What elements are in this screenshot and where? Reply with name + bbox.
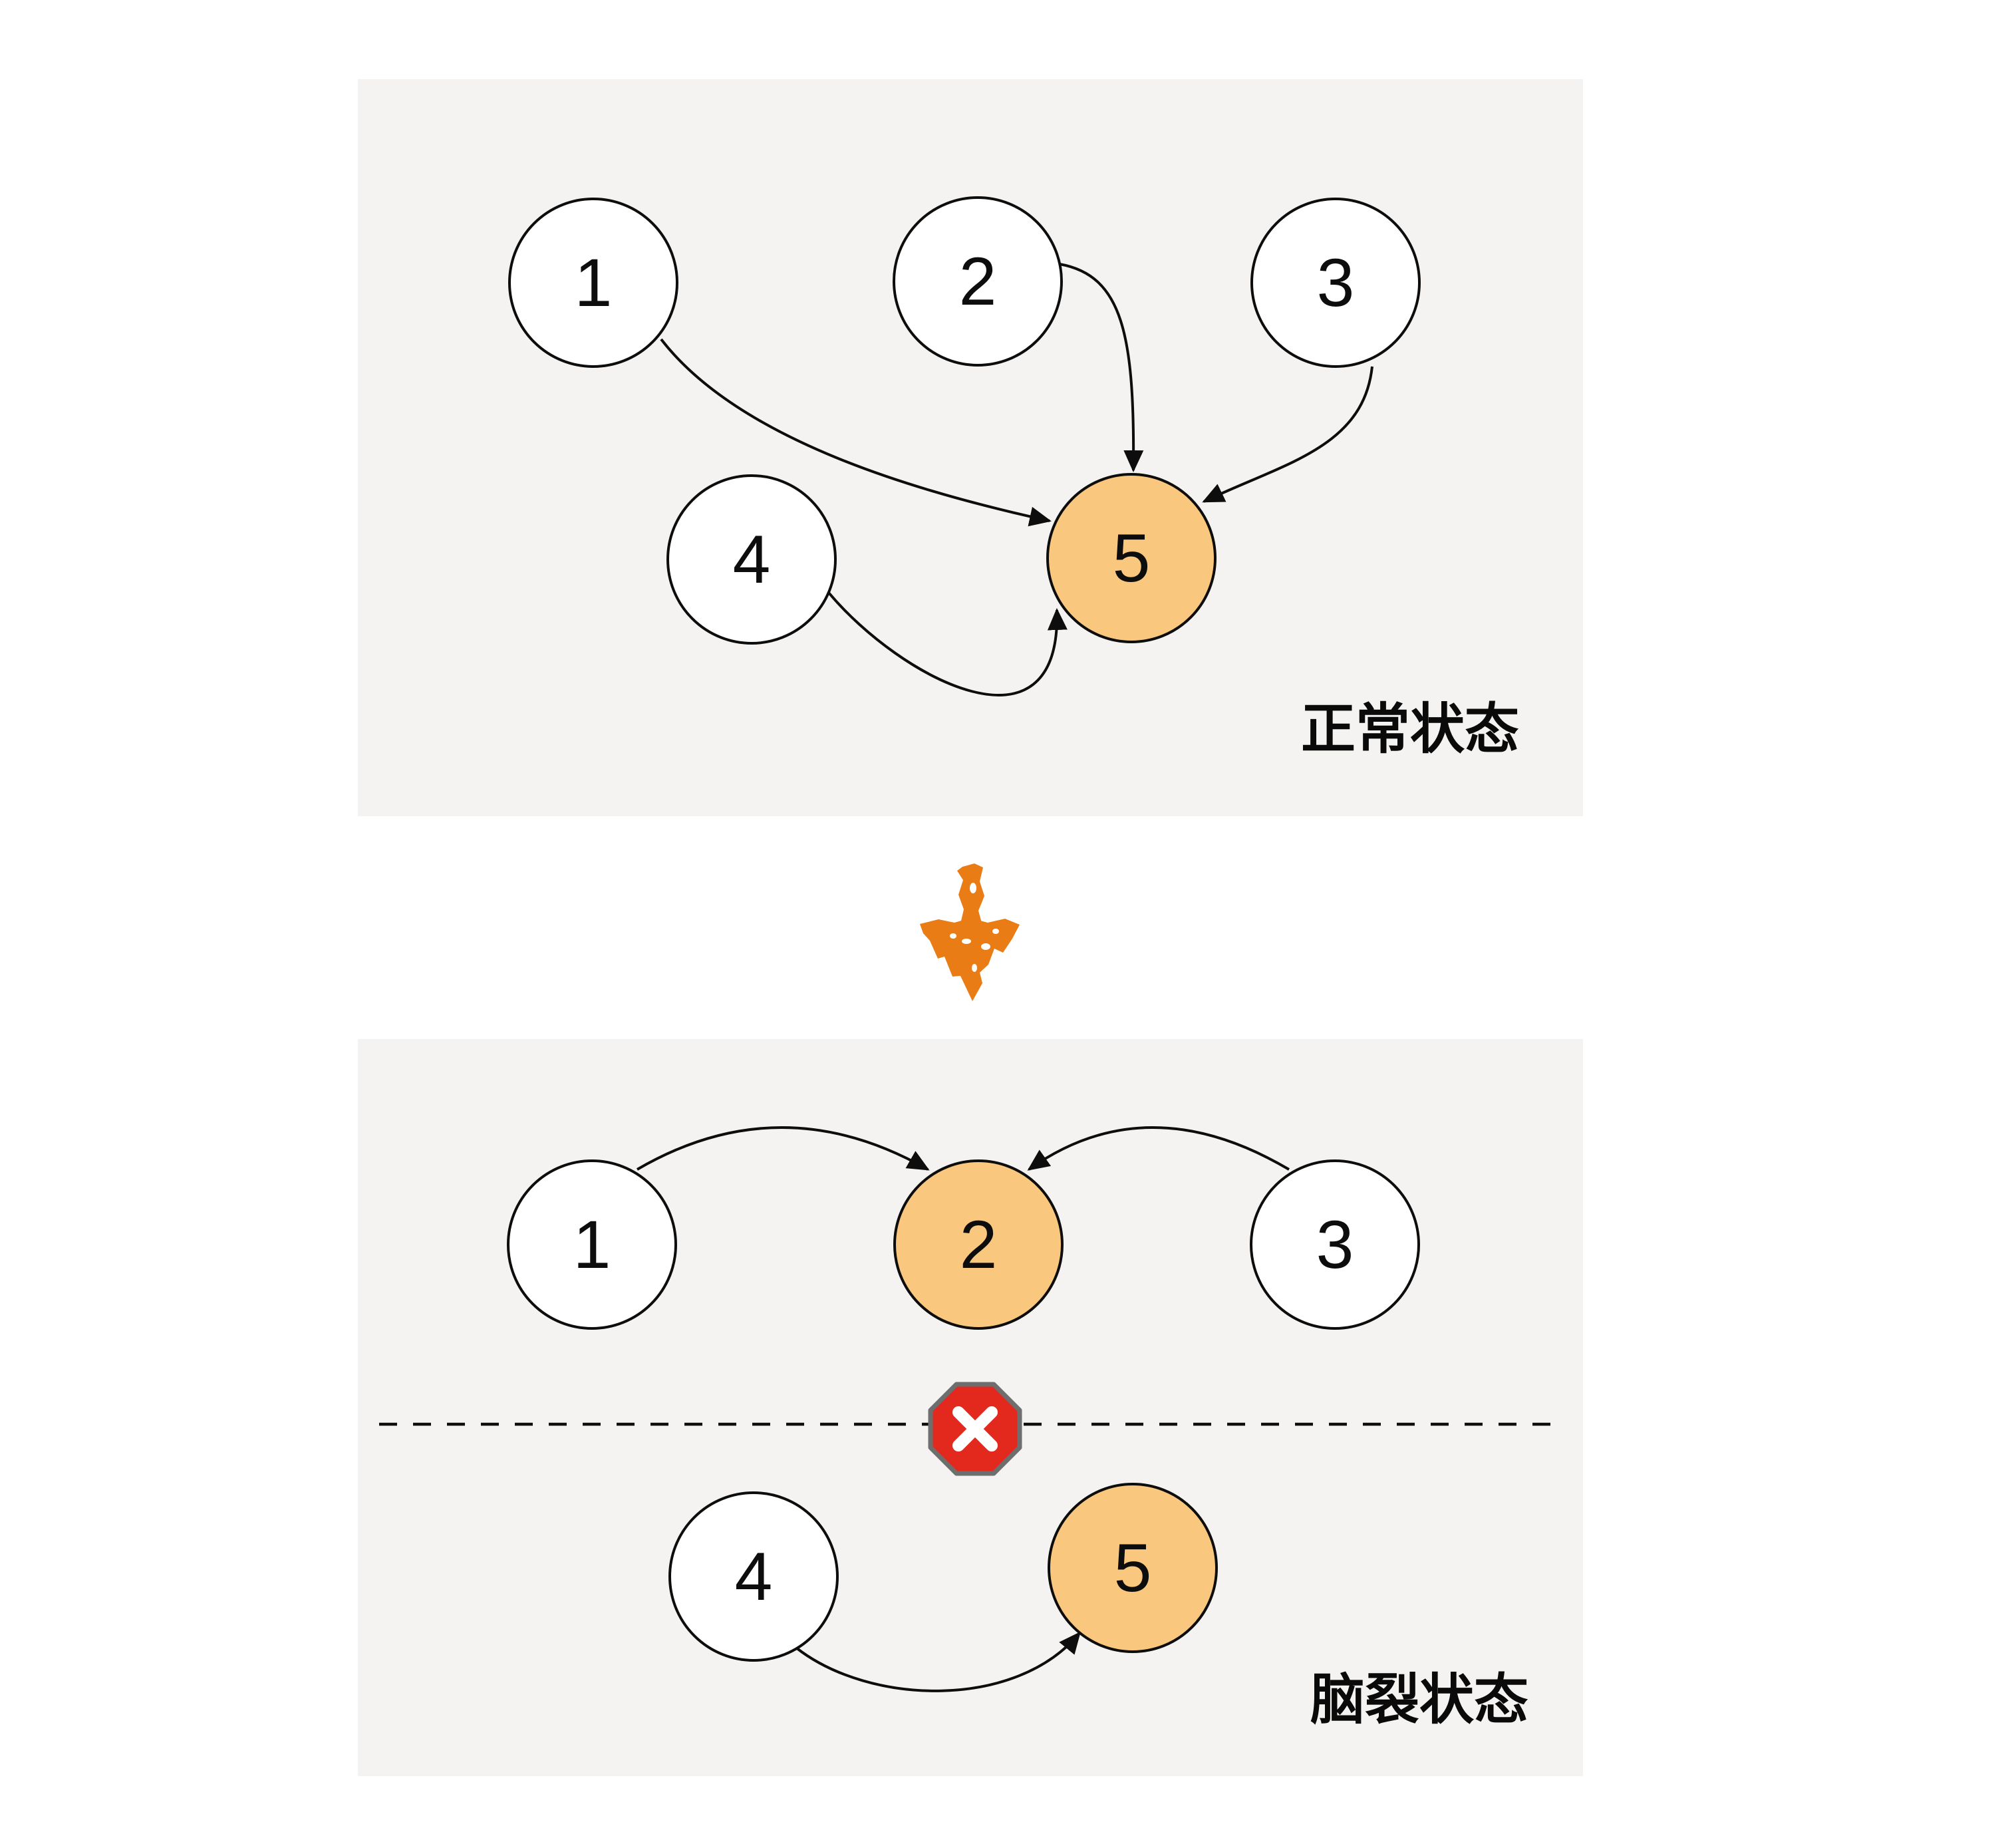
arrow-stem <box>957 863 984 927</box>
node-split-4: 4 <box>668 1491 839 1662</box>
stop-x-octagon-icon <box>928 1382 1022 1476</box>
node-label: 5 <box>1113 1530 1152 1606</box>
node-label: 2 <box>958 243 997 319</box>
node-label: 2 <box>959 1207 998 1283</box>
node-split-5-leader: 5 <box>1048 1483 1218 1653</box>
node-split-1: 1 <box>507 1159 677 1330</box>
edge-4-to-5 <box>795 1631 1081 1692</box>
edge-2-to-5 <box>1059 263 1144 472</box>
node-normal-1: 1 <box>508 198 678 368</box>
caption-split-brain-state: 脑裂状态 <box>1310 1670 1528 1730</box>
node-label: 4 <box>734 1539 773 1614</box>
node-label: 3 <box>1316 1207 1354 1283</box>
node-label: 5 <box>1112 520 1151 596</box>
node-normal-2: 2 <box>893 196 1063 367</box>
edge-1-to-2 <box>636 1126 930 1171</box>
node-label: 1 <box>574 245 613 321</box>
node-normal-5-leader: 5 <box>1046 473 1217 643</box>
edge-1-to-5 <box>660 338 1052 527</box>
node-split-2-leader: 2 <box>893 1159 1064 1330</box>
edges-layer-normal <box>660 263 1373 696</box>
edge-3-to-2 <box>1027 1126 1290 1171</box>
node-normal-4: 4 <box>666 474 837 645</box>
node-label: 4 <box>732 522 771 597</box>
node-label: 1 <box>573 1207 611 1283</box>
panel-split-brain-state: 1 2 3 4 5 脑裂状态 <box>358 1039 1583 1776</box>
edges-layer-split <box>379 1126 1563 1692</box>
node-normal-3: 3 <box>1250 198 1421 368</box>
down-arrow-crayon-icon <box>920 863 1020 1001</box>
caption-normal-state: 正常状态 <box>1300 699 1519 760</box>
node-label: 3 <box>1316 245 1355 321</box>
node-split-3: 3 <box>1250 1159 1420 1330</box>
arrow-head <box>920 918 1020 1001</box>
panel-normal-state: 1 2 3 4 5 正常状态 <box>358 79 1583 816</box>
edge-4-to-5 <box>827 591 1068 696</box>
edge-3-to-5 <box>1202 366 1373 503</box>
